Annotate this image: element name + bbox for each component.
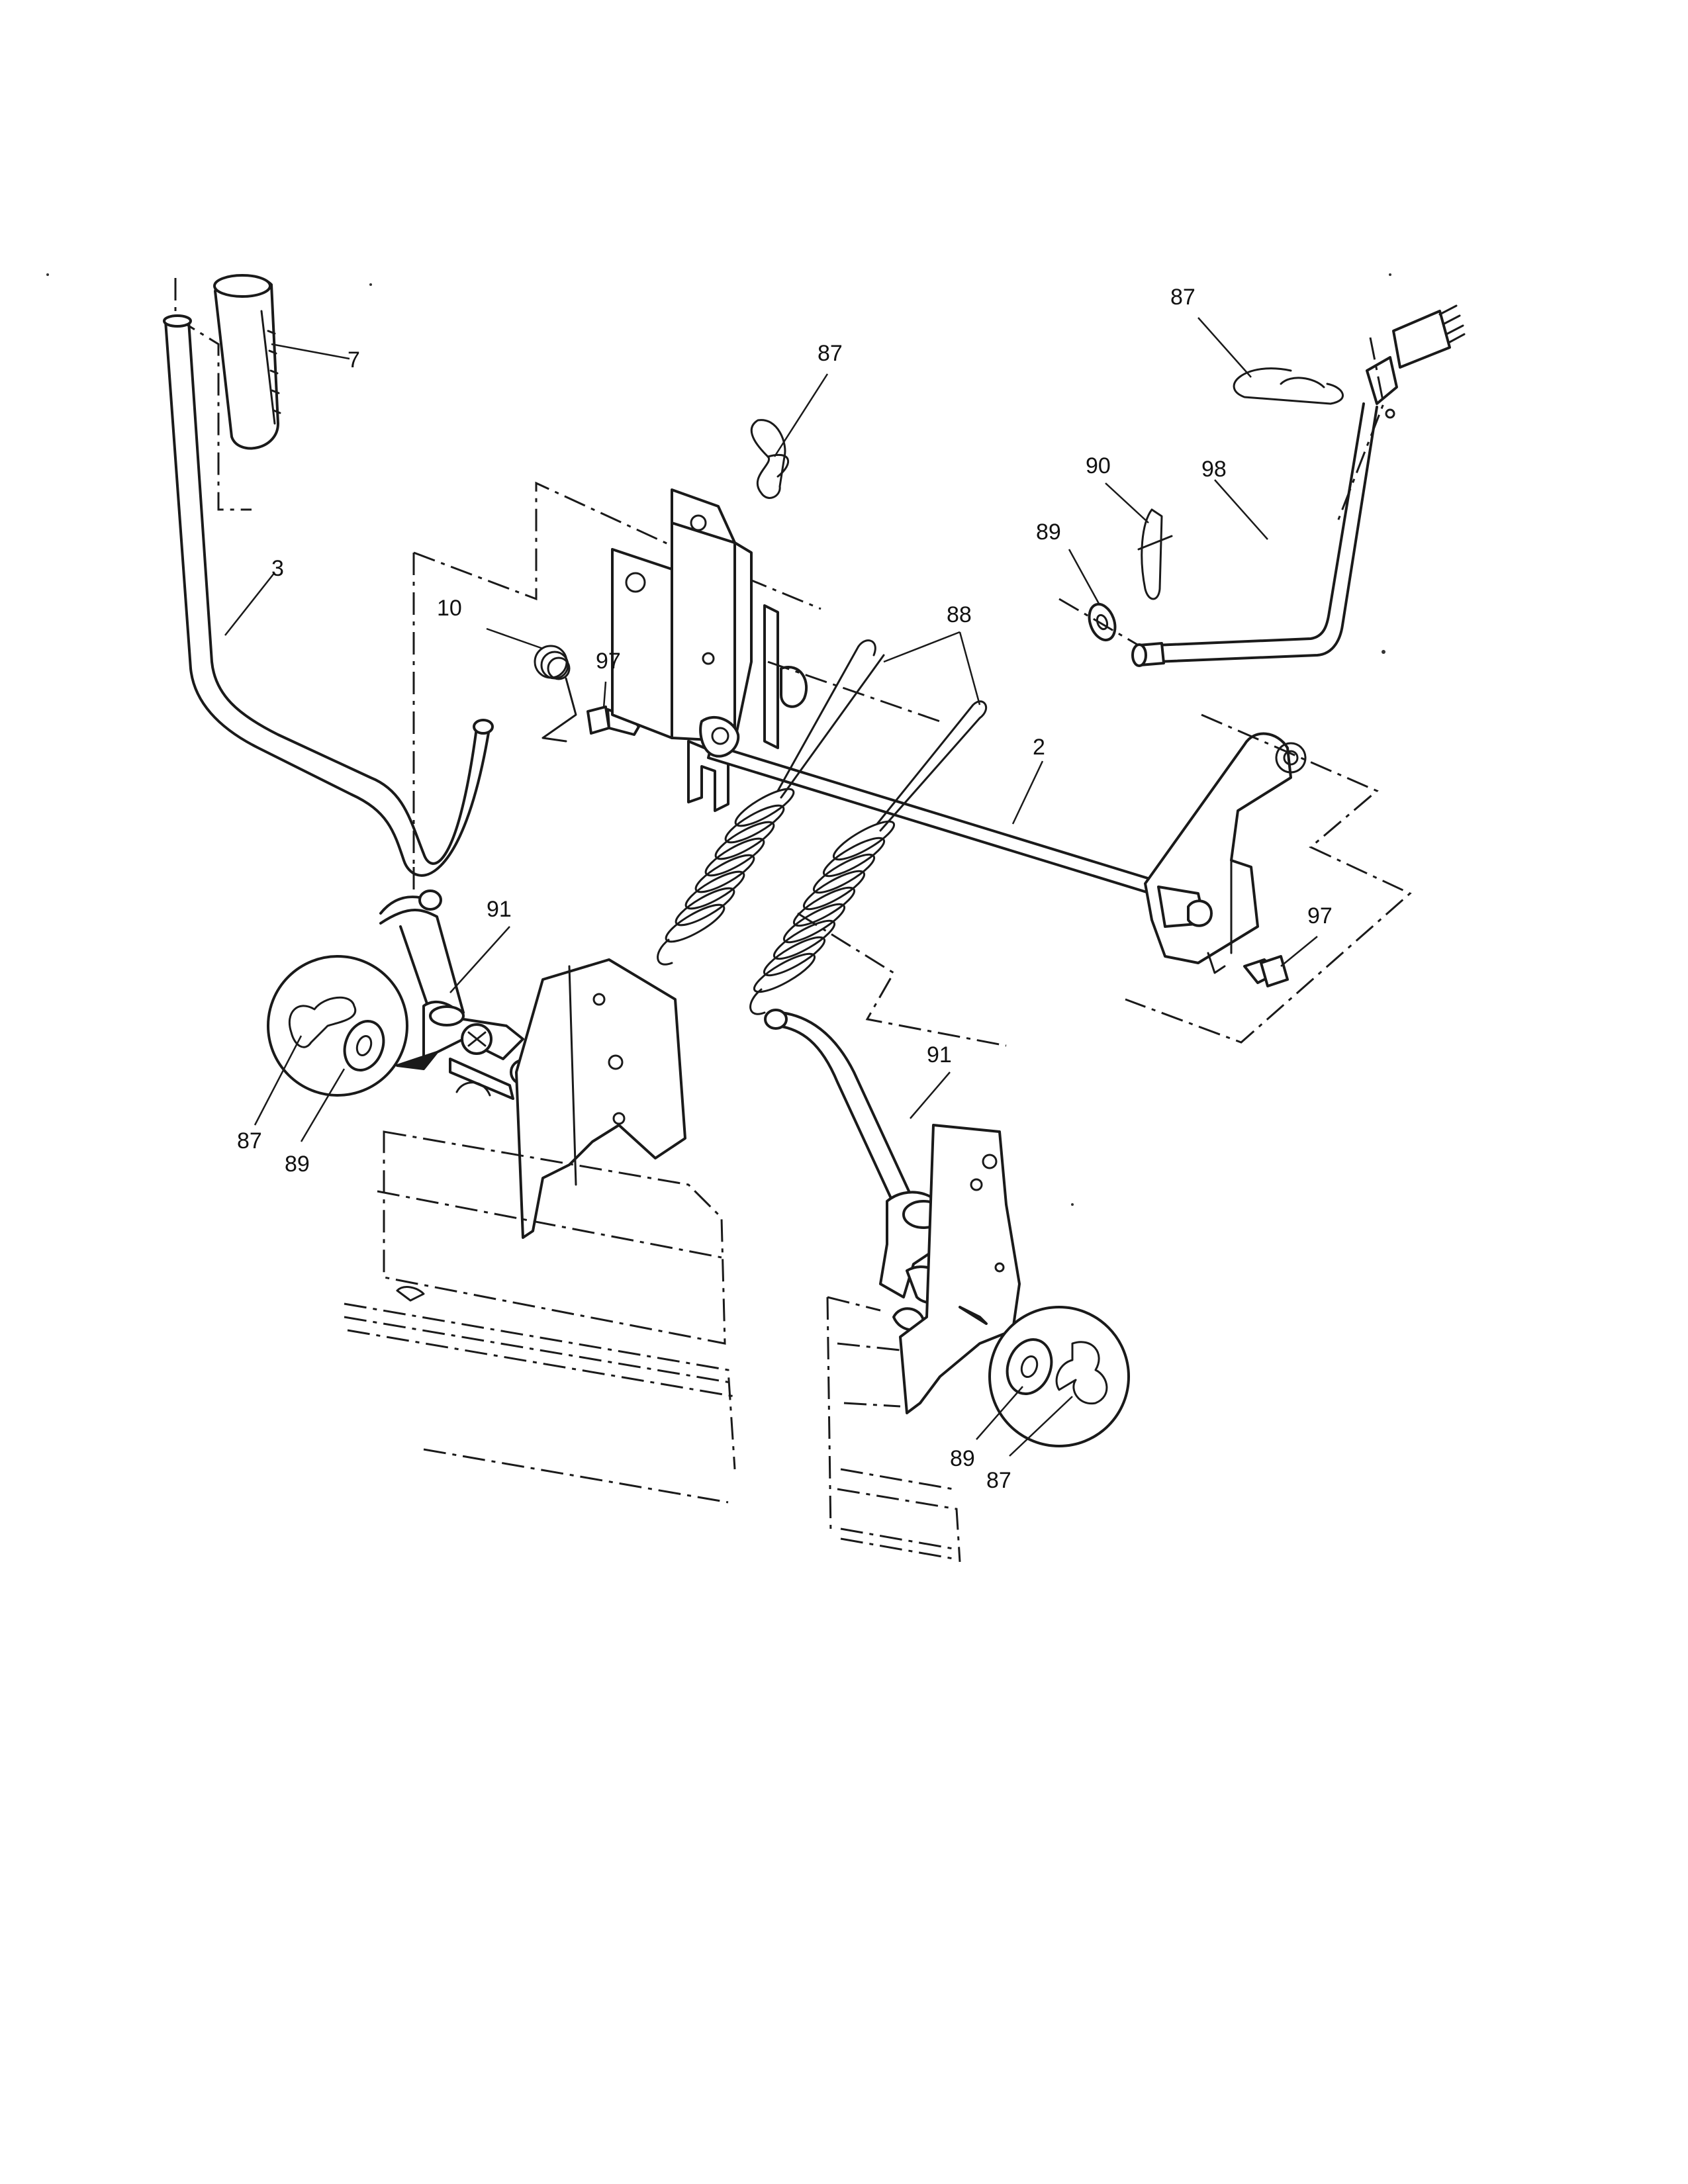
- callout-97-right: 97: [1307, 903, 1333, 929]
- callout-89-right-detail: 89: [950, 1446, 975, 1471]
- detail-circle-left: [267, 955, 438, 1097]
- hairpin-clip-center: [750, 419, 790, 499]
- hairpin-clip-top-right: [1233, 367, 1344, 405]
- lift-bracket: [412, 481, 821, 867]
- right-link-assembly: [764, 912, 1021, 1563]
- leader-lines: [224, 317, 1318, 1457]
- adjustment-rod: [1131, 304, 1466, 667]
- callout-89-top: 89: [1036, 520, 1061, 545]
- callout-91-right: 91: [927, 1042, 952, 1068]
- callout-90: 90: [1086, 453, 1111, 478]
- bolt-right: [1243, 955, 1289, 987]
- left-link-assembly: [344, 867, 736, 1504]
- callout-91-left: 91: [487, 897, 512, 922]
- scan-specks: [46, 273, 1391, 1206]
- callout-97-left: 97: [596, 649, 621, 674]
- callout-labels: 7 3 10 97 87 87 90 89 98 88 2 97 91 91 8…: [237, 285, 1333, 1493]
- callout-88: 88: [947, 602, 972, 627]
- callout-89-left-detail: 89: [285, 1152, 310, 1177]
- handle-grip: [213, 274, 281, 450]
- washer-top-right: [1058, 598, 1139, 647]
- callout-87-left-detail: 87: [237, 1128, 262, 1154]
- callout-7: 7: [348, 347, 360, 373]
- detail-circle-right: [959, 1306, 1130, 1447]
- callout-10: 10: [437, 596, 462, 621]
- callout-3: 3: [271, 556, 284, 581]
- lift-shaft: [699, 713, 1412, 1044]
- extension-springs: [657, 639, 988, 1015]
- lift-handle-assembly: [163, 274, 494, 877]
- callout-87-top-right: 87: [1170, 285, 1196, 310]
- callout-98: 98: [1201, 457, 1227, 482]
- callout-2: 2: [1033, 735, 1045, 760]
- cotter-pin: [1137, 508, 1173, 600]
- torsion-spring: [534, 645, 577, 743]
- callout-87-right-detail: 87: [986, 1468, 1011, 1493]
- callout-87-center: 87: [818, 341, 843, 366]
